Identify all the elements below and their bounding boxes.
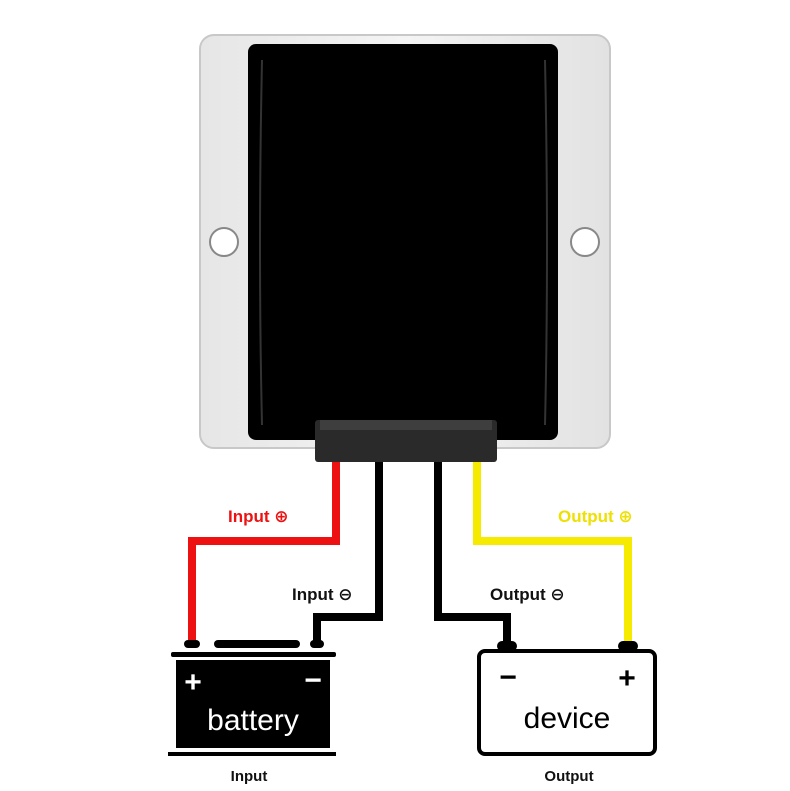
caption-output: Output — [544, 768, 593, 785]
battery-terminal-positive — [184, 640, 200, 648]
device-label: device — [524, 702, 611, 735]
wire-output-positive — [473, 462, 632, 644]
device-body — [477, 649, 657, 756]
device-minus-sign: − — [499, 661, 517, 694]
label-output-negative: Output ⊖ — [490, 585, 565, 604]
device: − + device — [477, 641, 657, 756]
battery-top-bar — [214, 640, 300, 648]
battery-label: battery — [207, 704, 299, 737]
device-terminal-positive — [618, 641, 638, 651]
connector-top — [320, 420, 492, 430]
battery-minus-sign: − — [304, 664, 322, 697]
label-input-negative: Input ⊖ — [292, 585, 353, 604]
mounting-hole-left — [209, 227, 239, 257]
caption-input: Input — [231, 768, 268, 785]
battery-body — [176, 660, 330, 748]
battery-terminal-negative — [310, 640, 324, 648]
converter-module — [199, 34, 611, 462]
wire-input-positive — [188, 462, 340, 642]
mounting-hole-right — [570, 227, 600, 257]
wire-output-negative — [434, 462, 511, 644]
black-panel — [248, 44, 558, 440]
device-terminal-negative — [497, 641, 517, 651]
battery-plus-sign: + — [184, 666, 202, 699]
panel-highlight — [259, 59, 548, 426]
battery-lid — [171, 652, 336, 657]
battery: + − battery — [168, 640, 336, 756]
battery-base — [168, 752, 336, 756]
label-output-positive: Output ⊕ — [558, 507, 633, 526]
label-input-positive: Input ⊕ — [228, 507, 289, 526]
wire-input-negative — [313, 462, 383, 642]
device-plus-sign: + — [618, 662, 636, 695]
cable-connector — [315, 420, 497, 462]
